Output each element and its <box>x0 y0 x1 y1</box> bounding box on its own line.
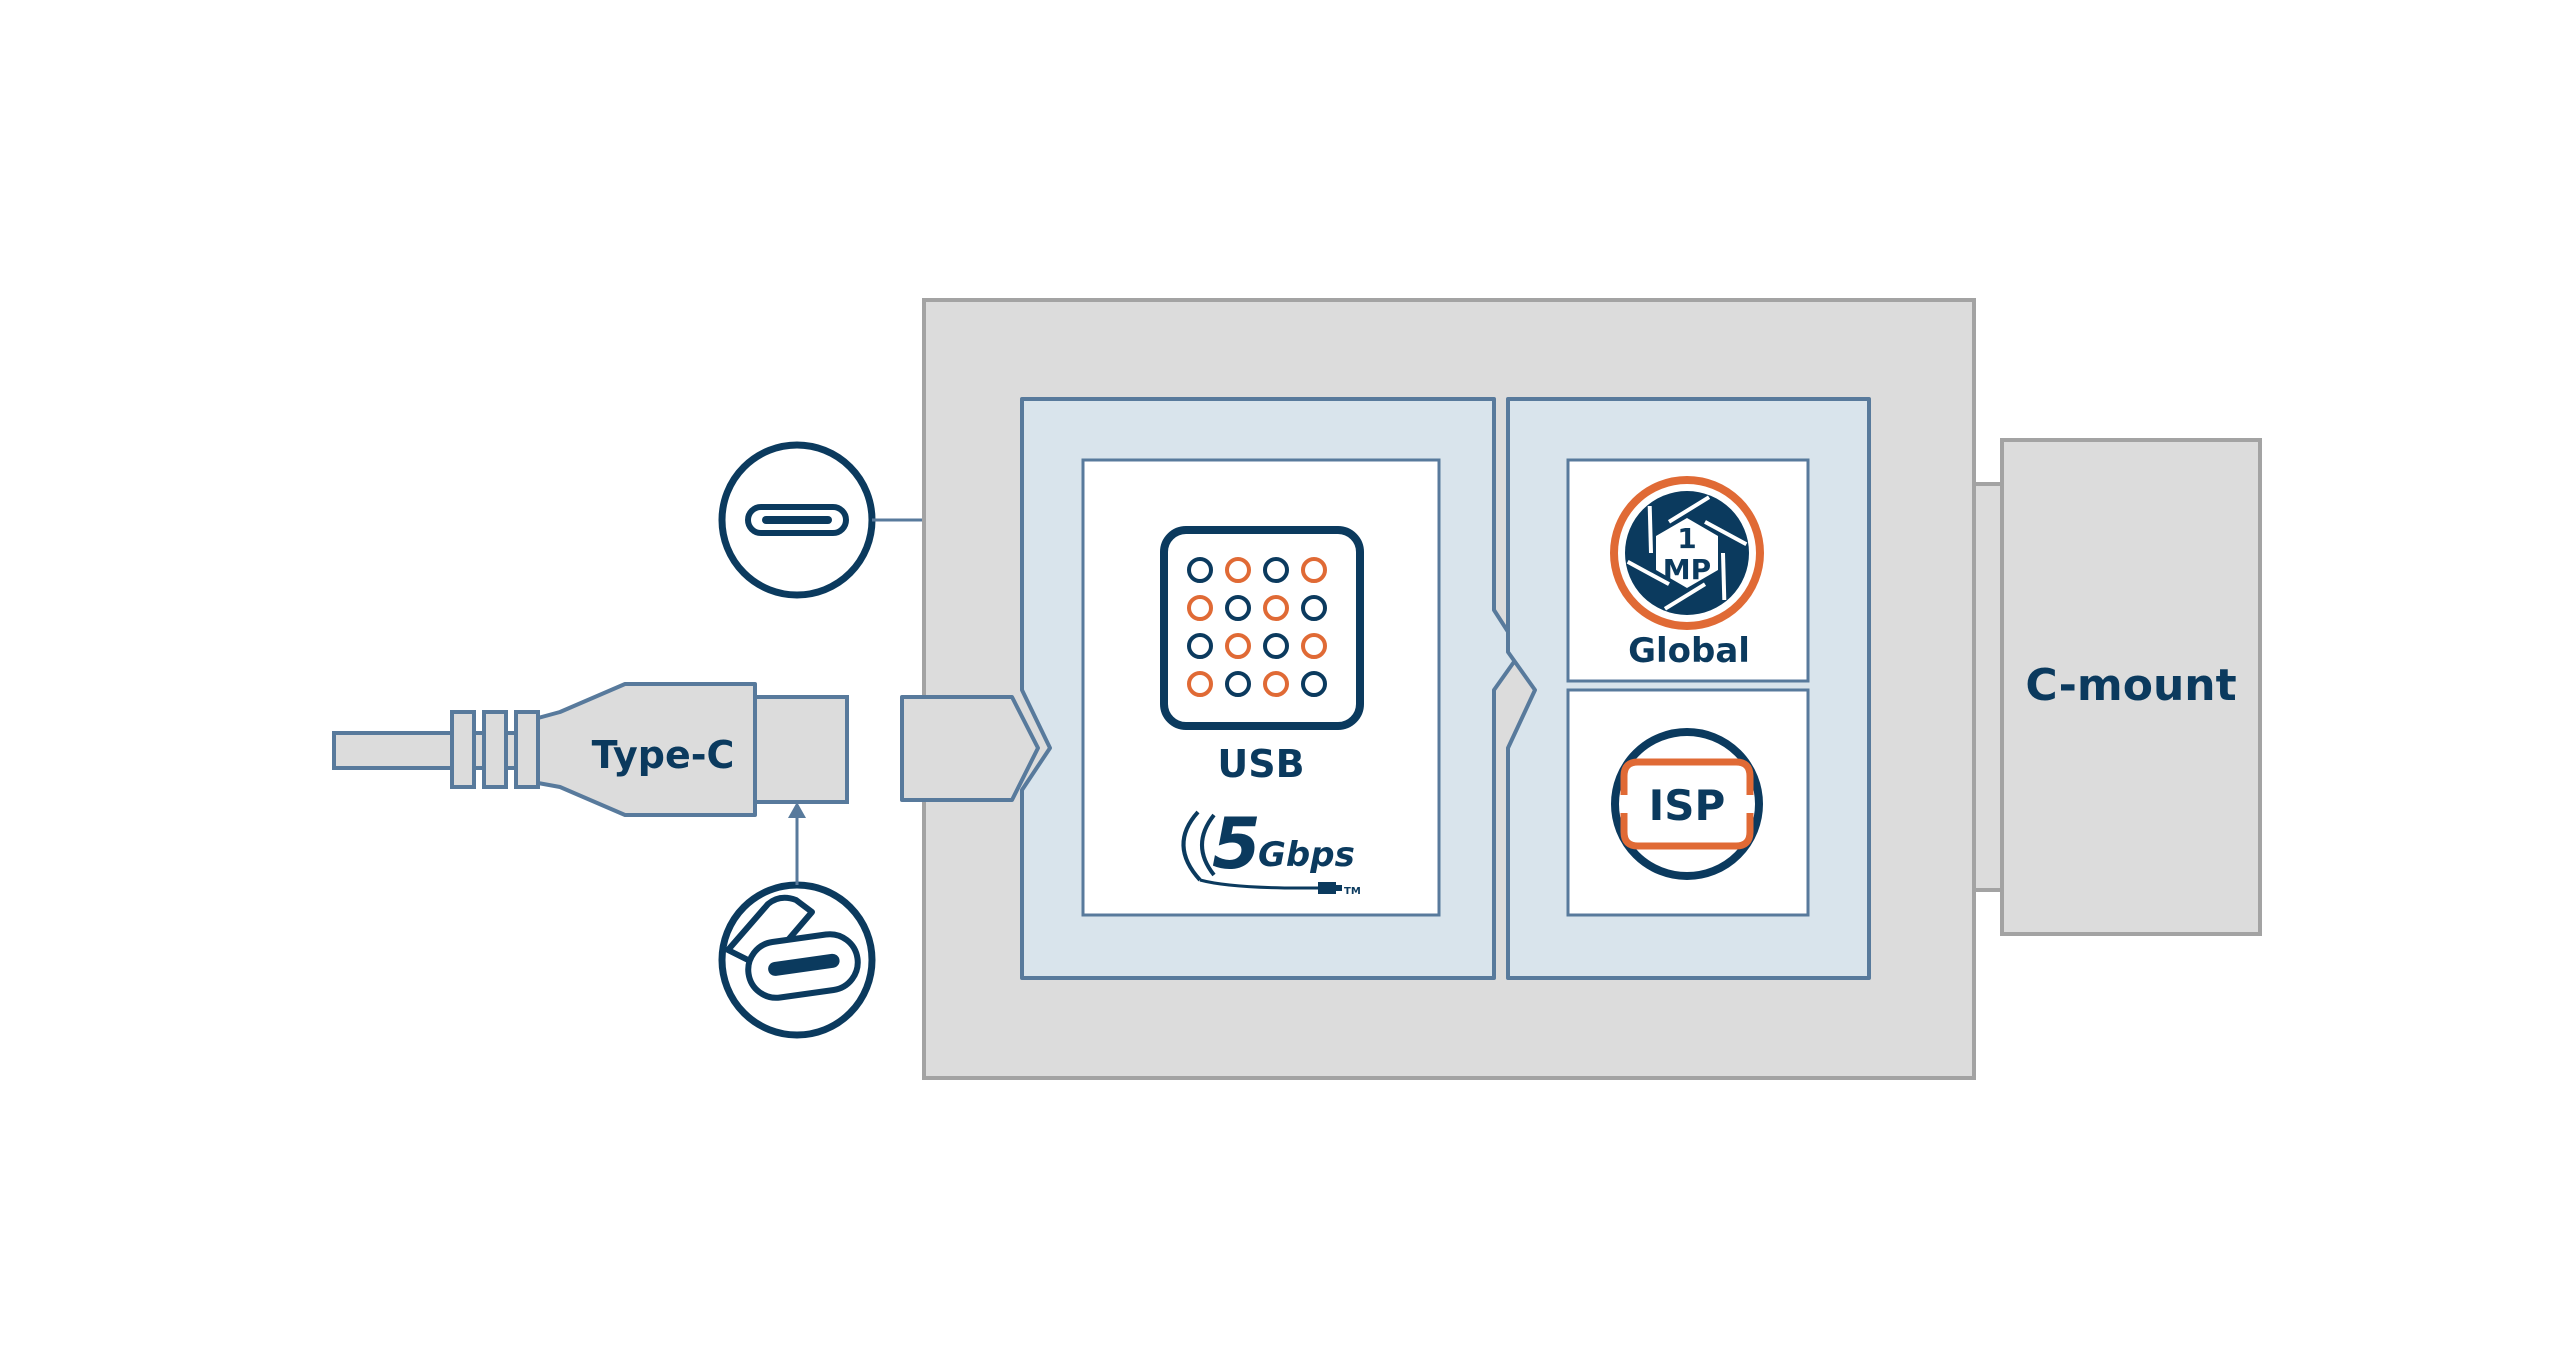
isp-label: ISP <box>1649 781 1726 830</box>
cable-ring-1 <box>450 710 476 789</box>
interface-label: USB <box>1217 742 1304 786</box>
chip-dot <box>1225 557 1251 583</box>
chip-dot <box>1301 557 1327 583</box>
chip-dot <box>1263 595 1289 621</box>
chip-dot <box>1263 671 1289 697</box>
plug-arrowhead <box>788 802 806 818</box>
aperture-blade <box>1663 582 1707 611</box>
chip-dot <box>1187 671 1213 697</box>
body-input-port <box>900 695 1040 802</box>
speed-logo: 5 Gbps TM <box>1181 803 1361 897</box>
resolution-line2: MP <box>1663 553 1711 586</box>
aperture-blade <box>1667 495 1711 524</box>
mount-label: C-mount <box>2025 660 2236 711</box>
chip-dot <box>1263 557 1289 583</box>
resolution-line1: 1 <box>1677 522 1696 555</box>
usb-c-port-icon <box>718 441 876 599</box>
aperture-blade <box>1626 560 1670 586</box>
chip-dot <box>1187 595 1213 621</box>
usb-c-plug-icon <box>718 881 876 1039</box>
cable-ring-2 <box>482 710 508 789</box>
cable-ring-3 <box>514 710 540 789</box>
chip-dot <box>1301 595 1327 621</box>
speed-trademark: TM <box>1344 886 1361 897</box>
shutter-label: Global <box>1628 631 1750 671</box>
chip-dot <box>1187 557 1213 583</box>
usb-c-cable: Type-C <box>332 682 849 817</box>
aperture-icon <box>1610 476 1764 630</box>
aperture-blade <box>1647 505 1653 554</box>
isp-icon <box>1611 728 1763 880</box>
chip-dot <box>1225 595 1251 621</box>
cable-wire <box>332 731 456 770</box>
chip-dot <box>1301 671 1327 697</box>
aperture-blade <box>1704 520 1748 546</box>
cable-plug-body <box>536 682 757 817</box>
usb-chip-icon <box>1160 526 1364 730</box>
speed-unit: Gbps <box>1258 835 1355 875</box>
cable-plug-tip <box>753 695 849 804</box>
chip-dot <box>1187 633 1213 659</box>
speed-number: 5 <box>1212 803 1261 885</box>
chip-dot <box>1225 633 1251 659</box>
chip-dot <box>1301 633 1327 659</box>
chip-dot <box>1263 633 1289 659</box>
chip-dot <box>1225 671 1251 697</box>
aperture-blade <box>1721 552 1727 601</box>
c-mount-block <box>2000 438 2262 936</box>
mount-collar <box>1972 482 2004 892</box>
plug-label: Type-C <box>592 733 735 777</box>
